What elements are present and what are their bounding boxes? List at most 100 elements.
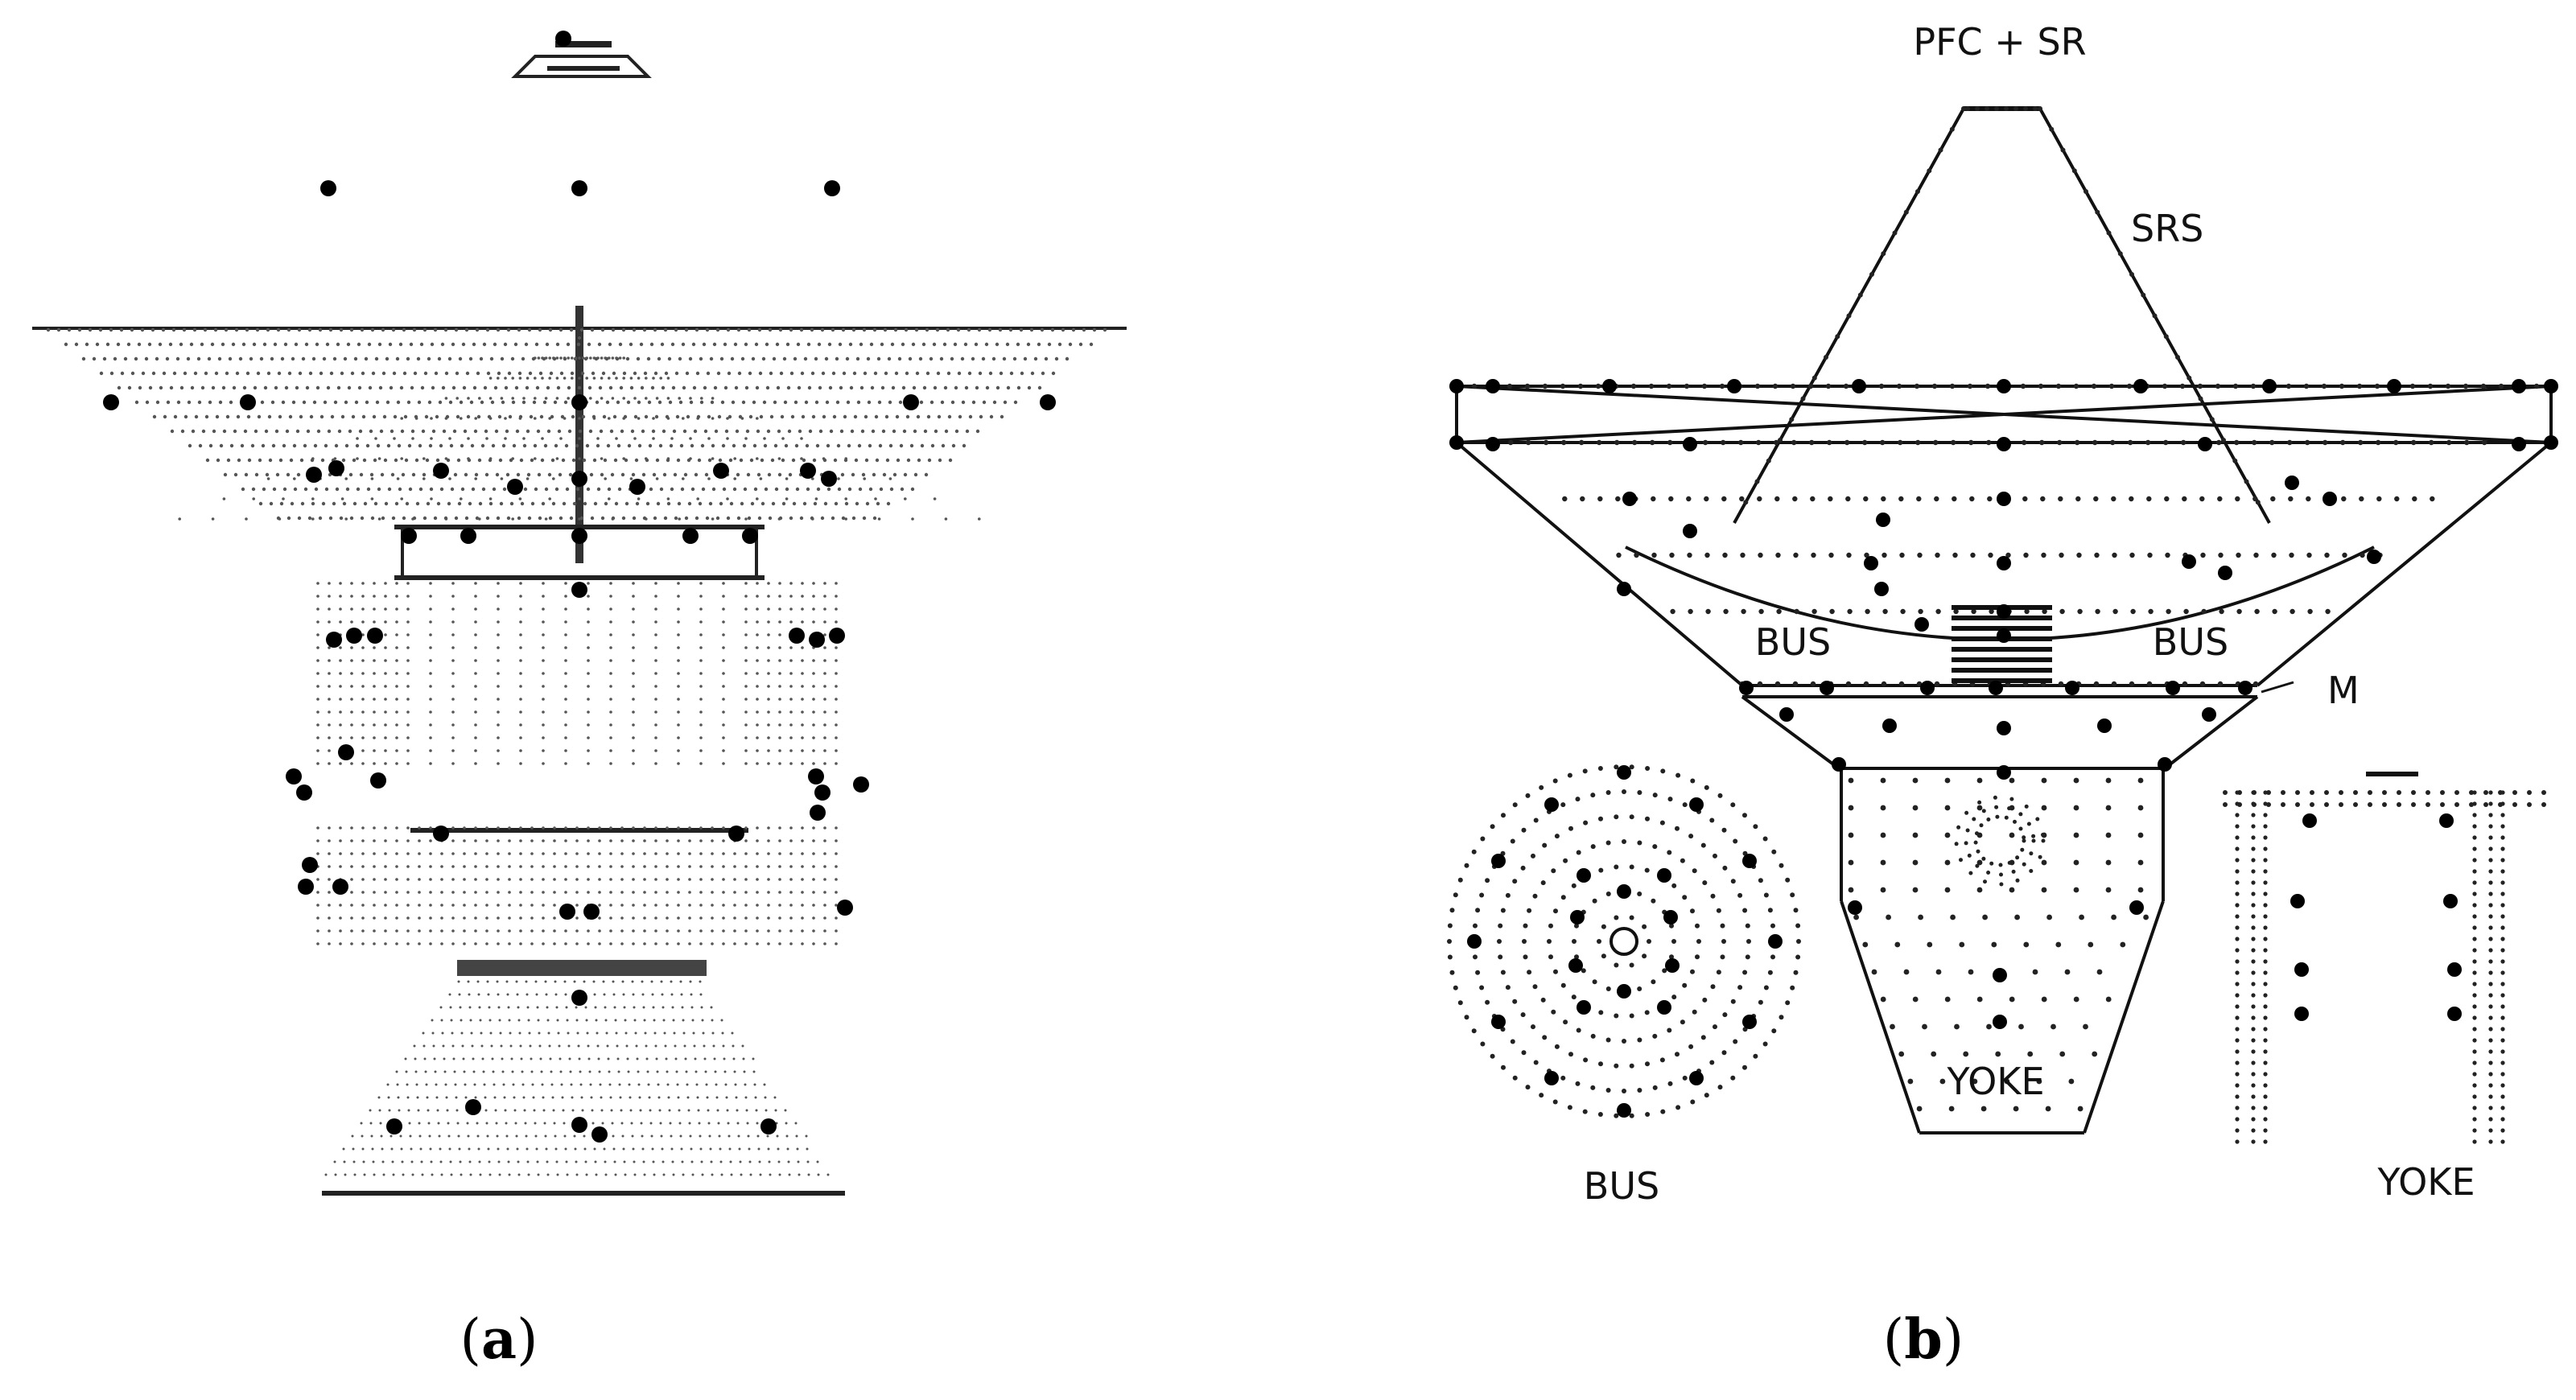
mesh-node: [988, 371, 993, 376]
mesh-node: [99, 371, 104, 376]
mesh-node: [469, 1019, 472, 1022]
mesh-node: [654, 710, 657, 714]
mesh-node: [361, 1134, 364, 1138]
mesh-node: [632, 595, 635, 598]
mesh-node: [510, 356, 515, 361]
mesh-node: [493, 1096, 497, 1099]
mesh-node: [2046, 914, 2053, 920]
mesh-node: [1473, 923, 1478, 929]
mesh-node: [474, 685, 477, 688]
mesh-node: [395, 916, 398, 920]
mesh-node: [719, 356, 724, 361]
mesh-node: [651, 1147, 654, 1151]
mesh-node: [713, 1057, 716, 1060]
key-node: [2447, 1007, 2462, 1021]
mesh-node: [842, 371, 847, 376]
mesh-node: [457, 1134, 460, 1138]
mesh-node: [676, 1083, 679, 1086]
mesh-node: [474, 659, 477, 662]
key-node: [1876, 513, 1890, 527]
mesh-node: [584, 1006, 587, 1009]
mesh-node: [654, 620, 657, 624]
mesh-node: [704, 472, 709, 477]
mesh-node: [1581, 968, 1586, 974]
mesh-node: [225, 371, 229, 376]
mesh-node: [497, 607, 500, 611]
mesh-node: [801, 852, 804, 855]
mesh-node: [339, 723, 342, 727]
mesh-node: [789, 582, 793, 585]
mesh-node: [801, 826, 804, 830]
mesh-node: [316, 698, 319, 701]
mesh-node: [666, 377, 670, 380]
mesh-node: [567, 429, 572, 434]
mesh-node: [305, 385, 310, 390]
mesh-node: [668, 400, 673, 405]
panel-a-structure-lines: [32, 41, 1127, 1196]
mesh-node: [1938, 147, 1943, 153]
mesh-node: [2235, 982, 2240, 986]
mesh-node: [624, 458, 629, 463]
key-node: [742, 528, 758, 544]
mesh-node: [723, 1057, 726, 1060]
mesh-node: [1527, 970, 1532, 975]
mesh-node: [2469, 790, 2474, 795]
key-node: [1997, 628, 2011, 643]
mesh-node: [1721, 939, 1726, 944]
mesh-node: [524, 1122, 527, 1125]
mesh-node: [454, 516, 459, 521]
mesh-node: [592, 458, 597, 463]
mesh-node: [328, 607, 331, 611]
mesh-node: [744, 595, 748, 598]
mesh-node: [435, 414, 439, 419]
mesh-node: [151, 371, 156, 376]
mesh-node: [567, 397, 570, 400]
mesh-node: [677, 839, 680, 842]
mesh-node: [1671, 883, 1677, 888]
mesh-node: [525, 1134, 528, 1138]
mesh-node: [530, 1070, 534, 1073]
mesh-node: [350, 736, 353, 739]
mesh-node: [444, 1083, 447, 1086]
mesh-node: [762, 400, 767, 405]
mesh-node: [2341, 496, 2347, 502]
mesh-node: [361, 633, 365, 636]
mesh-node: [545, 342, 550, 347]
mesh-node: [450, 1173, 453, 1176]
mesh-node: [564, 762, 567, 765]
mesh-node: [524, 342, 529, 347]
mesh-node: [422, 1044, 426, 1048]
mesh-node: [1525, 793, 1531, 798]
mesh-node: [262, 342, 267, 347]
mesh-node: [1918, 608, 1923, 615]
mesh-node: [519, 672, 522, 675]
mesh-node: [2488, 1004, 2493, 1009]
mesh-node: [942, 342, 947, 347]
mesh-node: [511, 517, 514, 521]
mesh-node: [778, 942, 781, 945]
mesh-node: [586, 1031, 589, 1035]
mesh-node: [451, 1031, 454, 1035]
mesh-node: [485, 1122, 488, 1125]
mesh-node: [654, 607, 657, 611]
mesh-node: [581, 414, 586, 419]
key-node: [2443, 894, 2458, 908]
mesh-node: [355, 443, 360, 448]
mesh-node: [1848, 805, 1854, 811]
mesh-node: [328, 942, 331, 945]
mesh-node: [2200, 552, 2206, 558]
mesh-node: [368, 385, 373, 390]
mesh-node: [703, 385, 707, 390]
mesh-node: [800, 457, 803, 460]
mesh-node: [573, 1134, 576, 1138]
mesh-node: [623, 1160, 626, 1163]
mesh-node: [253, 429, 258, 434]
mesh-node: [2306, 496, 2311, 502]
mesh-node: [585, 356, 588, 360]
mesh-node: [2148, 608, 2154, 615]
mesh-node: [926, 414, 931, 419]
mesh-node: [361, 916, 365, 920]
mesh-node: [613, 1160, 616, 1163]
mesh-node: [982, 400, 987, 405]
mesh-node: [620, 929, 624, 933]
